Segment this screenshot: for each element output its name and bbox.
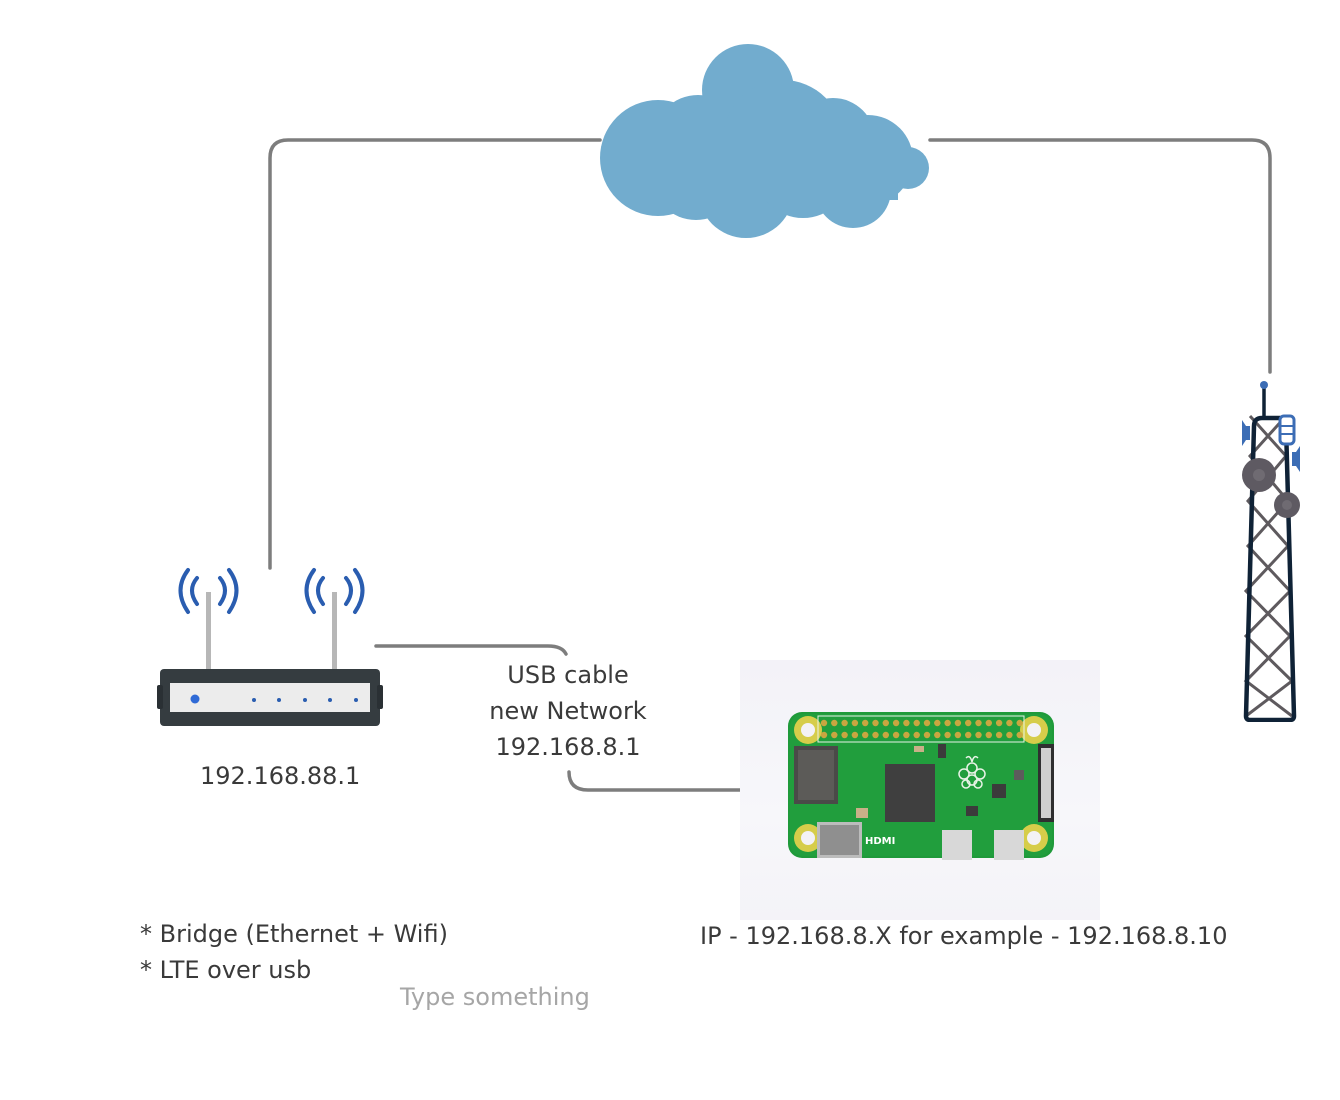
gpio-pin [913, 731, 920, 739]
gpio-pin [831, 719, 838, 727]
mounting-holes [794, 716, 1048, 852]
gpio-pin [934, 731, 941, 739]
antenna-right [332, 592, 337, 672]
connector-cloud-to-tower[interactable] [928, 138, 1272, 374]
raspberry-pi-board: HDMI [788, 712, 1054, 860]
gpio-pin [892, 719, 900, 727]
antenna-left [206, 592, 211, 672]
usb-link-label-line-2: new Network [489, 697, 647, 725]
gpio-pin [851, 719, 859, 727]
gpio-pins [820, 719, 1023, 739]
panel-antenna-left [1242, 420, 1250, 446]
gpio-pin [944, 731, 951, 739]
usb-link-label-line-1: USB cable [507, 661, 629, 689]
tower-beacon [1260, 381, 1268, 389]
connector-usb-label-to-pi[interactable] [567, 770, 742, 792]
gpio-pin [954, 719, 962, 727]
gpio-header [817, 715, 1025, 743]
port-leds [252, 698, 358, 702]
gpio-pin [903, 731, 910, 739]
gpio-pin [1016, 719, 1023, 727]
gpio-pin [872, 731, 879, 739]
gpio-pin [820, 731, 828, 739]
gpio-pin [954, 731, 962, 739]
gpio-pin [995, 719, 1003, 727]
notes-textbox[interactable]: * Bridge (Ethernet + Wifi) * LTE over us… [140, 916, 448, 988]
micro-usb-power-port [994, 830, 1024, 860]
gpio-pin [892, 731, 900, 739]
cell-tower-icon[interactable] [1236, 376, 1306, 722]
wifi-waves-left-icon [178, 568, 239, 614]
gpio-pin [934, 719, 941, 727]
gpio-pin [872, 719, 879, 727]
gpio-pin [862, 719, 869, 727]
gpio-pin [944, 719, 951, 727]
gpio-pin [965, 731, 972, 739]
gpio-pin [923, 719, 931, 727]
gpio-pin [831, 731, 838, 739]
panel-antenna-right [1292, 446, 1300, 472]
gpio-pin [841, 719, 848, 727]
text-input-placeholder[interactable]: Type something [400, 983, 590, 1011]
router-front-panel [170, 683, 370, 712]
usb-link-label-line-3: 192.168.8.1 [495, 733, 641, 761]
gpio-pin [882, 719, 889, 727]
wifi-router-icon[interactable] [155, 560, 385, 730]
gpio-pin [841, 731, 848, 739]
panel-antenna-box [1278, 414, 1296, 446]
note-line-lte: * LTE over usb [140, 956, 312, 984]
gpio-pin [820, 719, 828, 727]
connector-router-to-usb-label[interactable] [374, 644, 568, 656]
power-led [190, 694, 200, 704]
hdmi-silkscreen: HDMI [865, 836, 895, 847]
gpio-pin [985, 719, 992, 727]
gpio-pin [1006, 731, 1013, 739]
connector-router-to-cloud[interactable] [268, 138, 602, 570]
gpio-pin [862, 731, 869, 739]
micro-usb-data-port [942, 830, 972, 860]
gpio-pin [965, 719, 972, 727]
router-ip-label: 192.168.88.1 [200, 762, 361, 790]
soc-chip [885, 764, 935, 822]
gpio-pin [985, 731, 992, 739]
usb-link-label: USB cable new Network 192.168.8.1 [468, 657, 668, 765]
wifi-waves-right-icon [304, 568, 365, 614]
note-line-bridge: * Bridge (Ethernet + Wifi) [140, 920, 448, 948]
gpio-pin [1006, 719, 1013, 727]
smd-components [856, 744, 1024, 818]
gpio-pin [903, 719, 910, 727]
raspberry-pi-zero-photo[interactable]: HDMI [740, 660, 1100, 920]
gpio-pin [882, 731, 889, 739]
raspberry-logo-icon [958, 755, 986, 789]
gpio-pin [995, 731, 1003, 739]
gpio-pin [913, 719, 920, 727]
gpio-pin [1016, 731, 1023, 739]
gpio-pin [923, 731, 931, 739]
cloud-icon[interactable] [598, 40, 934, 240]
pi-ip-label: IP - 192.168.8.X for example - 192.168.8… [700, 922, 1228, 950]
gpio-pin [975, 731, 982, 739]
gpio-pin [851, 731, 859, 739]
gpio-pin [975, 719, 982, 727]
